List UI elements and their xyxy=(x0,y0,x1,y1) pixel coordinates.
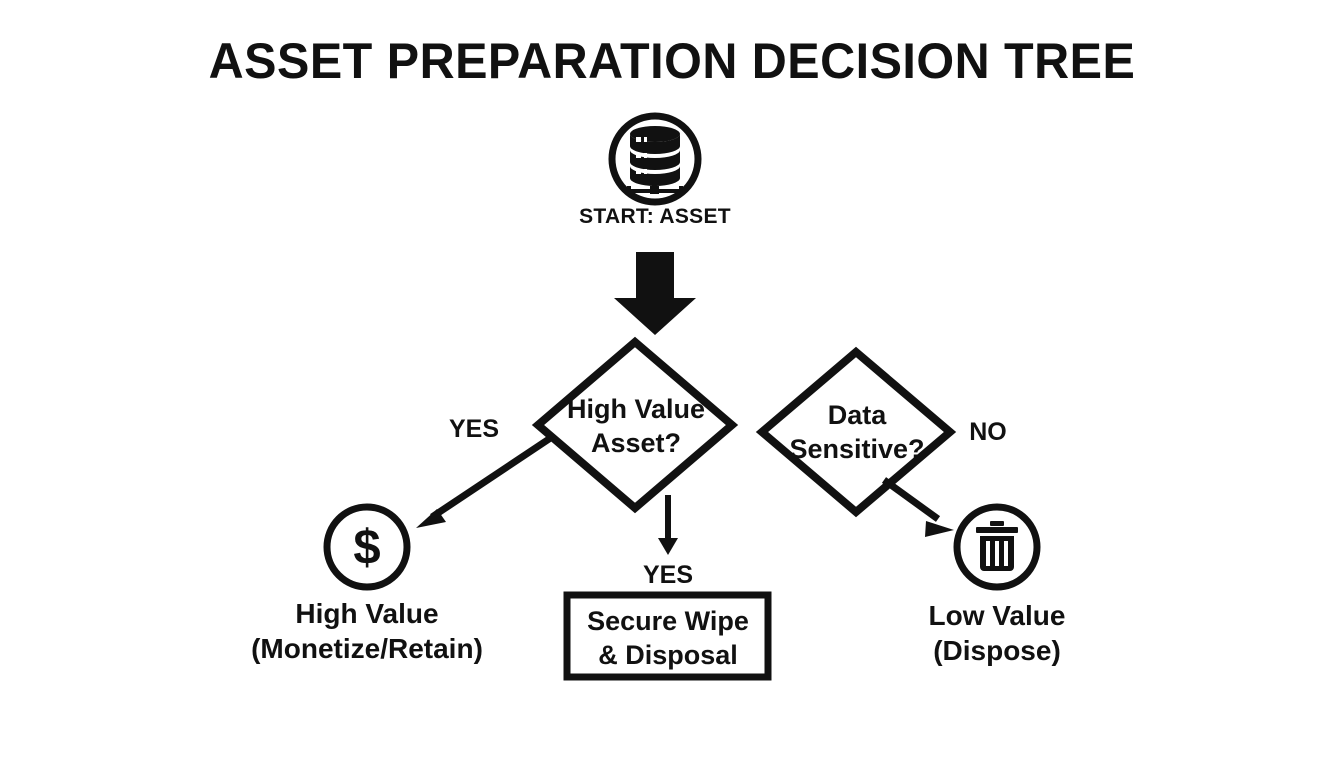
decision-diamond-shape xyxy=(531,336,739,514)
page-title: ASSET PREPARATION DECISION TREE xyxy=(209,33,1136,89)
decision-node-high-value-asset[interactable]: High Value Asset? xyxy=(531,336,739,514)
edge-label-yes-down: YES xyxy=(643,561,693,589)
outcome-label-line1: High Value xyxy=(295,598,438,629)
trash-can-icon xyxy=(976,521,1018,571)
arrowhead-icon xyxy=(416,509,446,528)
svg-text:$: $ xyxy=(353,521,380,575)
dollar-sign-icon: $ xyxy=(353,521,380,575)
edge-line xyxy=(430,434,554,520)
outcome-label-line2: & Disposal xyxy=(598,640,738,670)
decision-label-line1: High Value xyxy=(567,394,705,424)
outcome-circle xyxy=(323,503,411,591)
arrowhead-icon xyxy=(658,538,678,555)
database-stack-icon xyxy=(627,126,683,196)
outcome-rectangle xyxy=(563,591,772,681)
outcome-label-line2: (Monetize/Retain) xyxy=(251,633,483,664)
edge-no-low-value xyxy=(881,477,954,537)
thick-block-arrow-icon xyxy=(614,252,696,335)
outcome-label-line1: Secure Wipe xyxy=(587,606,749,636)
outcome-label-line2: (Dispose) xyxy=(933,635,1061,666)
start-node-label: START: ASSET xyxy=(579,205,731,228)
edge-label-no-right: NO xyxy=(969,418,1007,446)
outcome-node-high-value[interactable]: $ High Value (Monetize/Retain) xyxy=(251,503,483,664)
decision-diamond-shape xyxy=(755,346,957,518)
decision-label-line1: Data xyxy=(828,400,888,430)
decision-node-data-sensitive[interactable]: Data Sensitive? xyxy=(755,346,957,518)
edge-line xyxy=(881,477,941,522)
start-node[interactable]: START: ASSET xyxy=(579,112,731,228)
outcome-label-line1: Low Value xyxy=(929,600,1066,631)
outcome-node-secure-wipe[interactable]: Secure Wipe & Disposal xyxy=(563,591,772,681)
arrowhead-icon xyxy=(925,521,954,537)
decision-label-line2: Asset? xyxy=(591,428,681,458)
edge-label-yes-left: YES xyxy=(449,415,499,443)
decision-label-line2: Sensitive? xyxy=(789,434,924,464)
edge-start-to-decision xyxy=(614,252,696,335)
edge-yes-high-value xyxy=(416,434,554,528)
outcome-node-low-value[interactable]: Low Value (Dispose) xyxy=(929,503,1066,666)
edge-yes-secure-wipe xyxy=(658,495,678,555)
